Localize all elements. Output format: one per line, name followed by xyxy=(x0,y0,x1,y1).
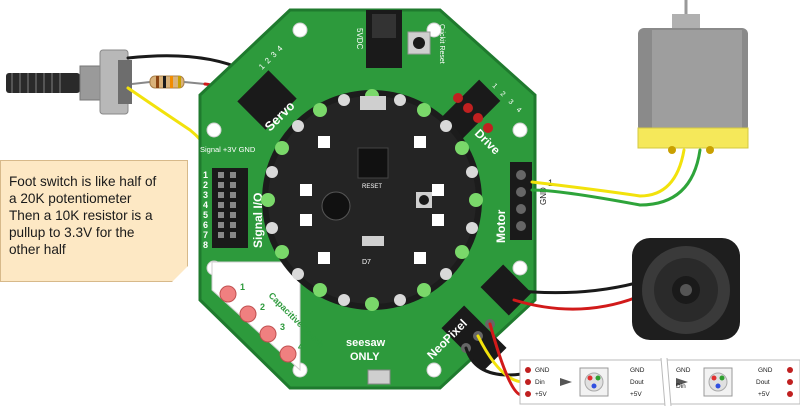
speaker-wires xyxy=(508,280,642,311)
strip-pin-labels: GND Din +5V GND Dout +5V GND Din GND Dou… xyxy=(535,367,773,398)
label-reset: RESET xyxy=(362,184,382,190)
motor-terminal xyxy=(510,162,532,240)
label-signal-io: Signal I/O xyxy=(251,193,265,248)
note-line-4: pullup to 3.3V for the xyxy=(9,225,135,240)
svg-text:Din: Din xyxy=(676,383,686,390)
svg-text:3: 3 xyxy=(507,98,515,106)
dc-motor xyxy=(637,0,749,154)
usb-port xyxy=(367,369,391,385)
touch-pad-4 xyxy=(279,345,297,363)
label-motor: Motor xyxy=(494,209,508,243)
note-line-5: other half xyxy=(9,242,66,257)
svg-text:6: 6 xyxy=(203,220,208,230)
neopixel-strip xyxy=(519,357,800,407)
capacitive-touch-pads xyxy=(211,261,301,372)
svg-text:4: 4 xyxy=(298,342,303,352)
signal-io-header xyxy=(212,168,248,248)
label-signal-header: Signal +3V GND xyxy=(200,145,256,154)
touch-pad-3 xyxy=(259,325,277,343)
svg-text:7: 7 xyxy=(203,230,208,240)
resistor-10k xyxy=(131,75,206,89)
svg-text:+5V: +5V xyxy=(758,391,770,398)
svg-text:+5V: +5V xyxy=(535,391,547,398)
touch-pad-2 xyxy=(239,305,257,323)
label-seesaw-only: ONLY xyxy=(350,351,380,363)
motor-wires xyxy=(530,148,702,207)
svg-text:3: 3 xyxy=(280,322,285,332)
dc-power-jack xyxy=(366,10,402,68)
label-5vdc: 5VDC xyxy=(355,28,364,50)
crickit-reset-button[interactable] xyxy=(407,31,431,55)
note-line-2: a 20K potentiometer xyxy=(9,191,132,206)
svg-text:Dout: Dout xyxy=(630,379,644,386)
label-motor-gnd: GND xyxy=(539,187,548,205)
svg-text:4: 4 xyxy=(515,106,523,114)
note-folded-corner xyxy=(172,266,188,282)
svg-text:1: 1 xyxy=(240,282,245,292)
svg-text:Din: Din xyxy=(535,379,545,386)
svg-text:GND: GND xyxy=(758,367,773,374)
annotation-note: Foot switch is like half of a 20K potent… xyxy=(0,160,188,282)
touch-numbers: 1 2 3 4 xyxy=(240,282,303,352)
drive-numbers: 1 2 3 4 xyxy=(491,82,523,114)
svg-text:1: 1 xyxy=(257,62,267,72)
touch-pad-1 xyxy=(219,285,237,303)
svg-text:2: 2 xyxy=(203,180,208,190)
svg-text:2: 2 xyxy=(263,56,273,66)
potentiometer xyxy=(6,49,132,115)
label-d7: D7 xyxy=(362,259,371,266)
svg-text:8: 8 xyxy=(203,240,208,250)
speaker xyxy=(632,238,740,340)
circuit-playground-express xyxy=(261,89,483,311)
label-crickit-reset: Crickit Reset xyxy=(438,24,445,64)
svg-text:1: 1 xyxy=(491,82,499,90)
svg-text:3: 3 xyxy=(269,50,279,60)
svg-text:GND: GND xyxy=(676,367,691,374)
svg-text:5: 5 xyxy=(203,210,208,220)
svg-text:2: 2 xyxy=(499,90,507,98)
svg-text:4: 4 xyxy=(275,44,285,54)
servo-header xyxy=(237,70,297,130)
svg-text:4: 4 xyxy=(203,200,208,210)
signal-numbers: 1 2 3 4 5 6 7 8 xyxy=(203,170,208,250)
svg-text:GND: GND xyxy=(535,367,550,374)
svg-text:+5V: +5V xyxy=(630,391,642,398)
note-line-1: Foot switch is like half of xyxy=(9,174,157,189)
svg-text:3: 3 xyxy=(203,190,208,200)
note-line-3: Then a 10K resistor is a xyxy=(9,208,153,223)
label-seesaw: seesaw xyxy=(346,337,386,349)
svg-text:Dout: Dout xyxy=(756,379,770,386)
svg-text:2: 2 xyxy=(260,302,265,312)
svg-text:GND: GND xyxy=(630,367,645,374)
svg-text:1: 1 xyxy=(203,170,208,180)
servo-numbers: 1 2 3 4 xyxy=(257,44,285,72)
